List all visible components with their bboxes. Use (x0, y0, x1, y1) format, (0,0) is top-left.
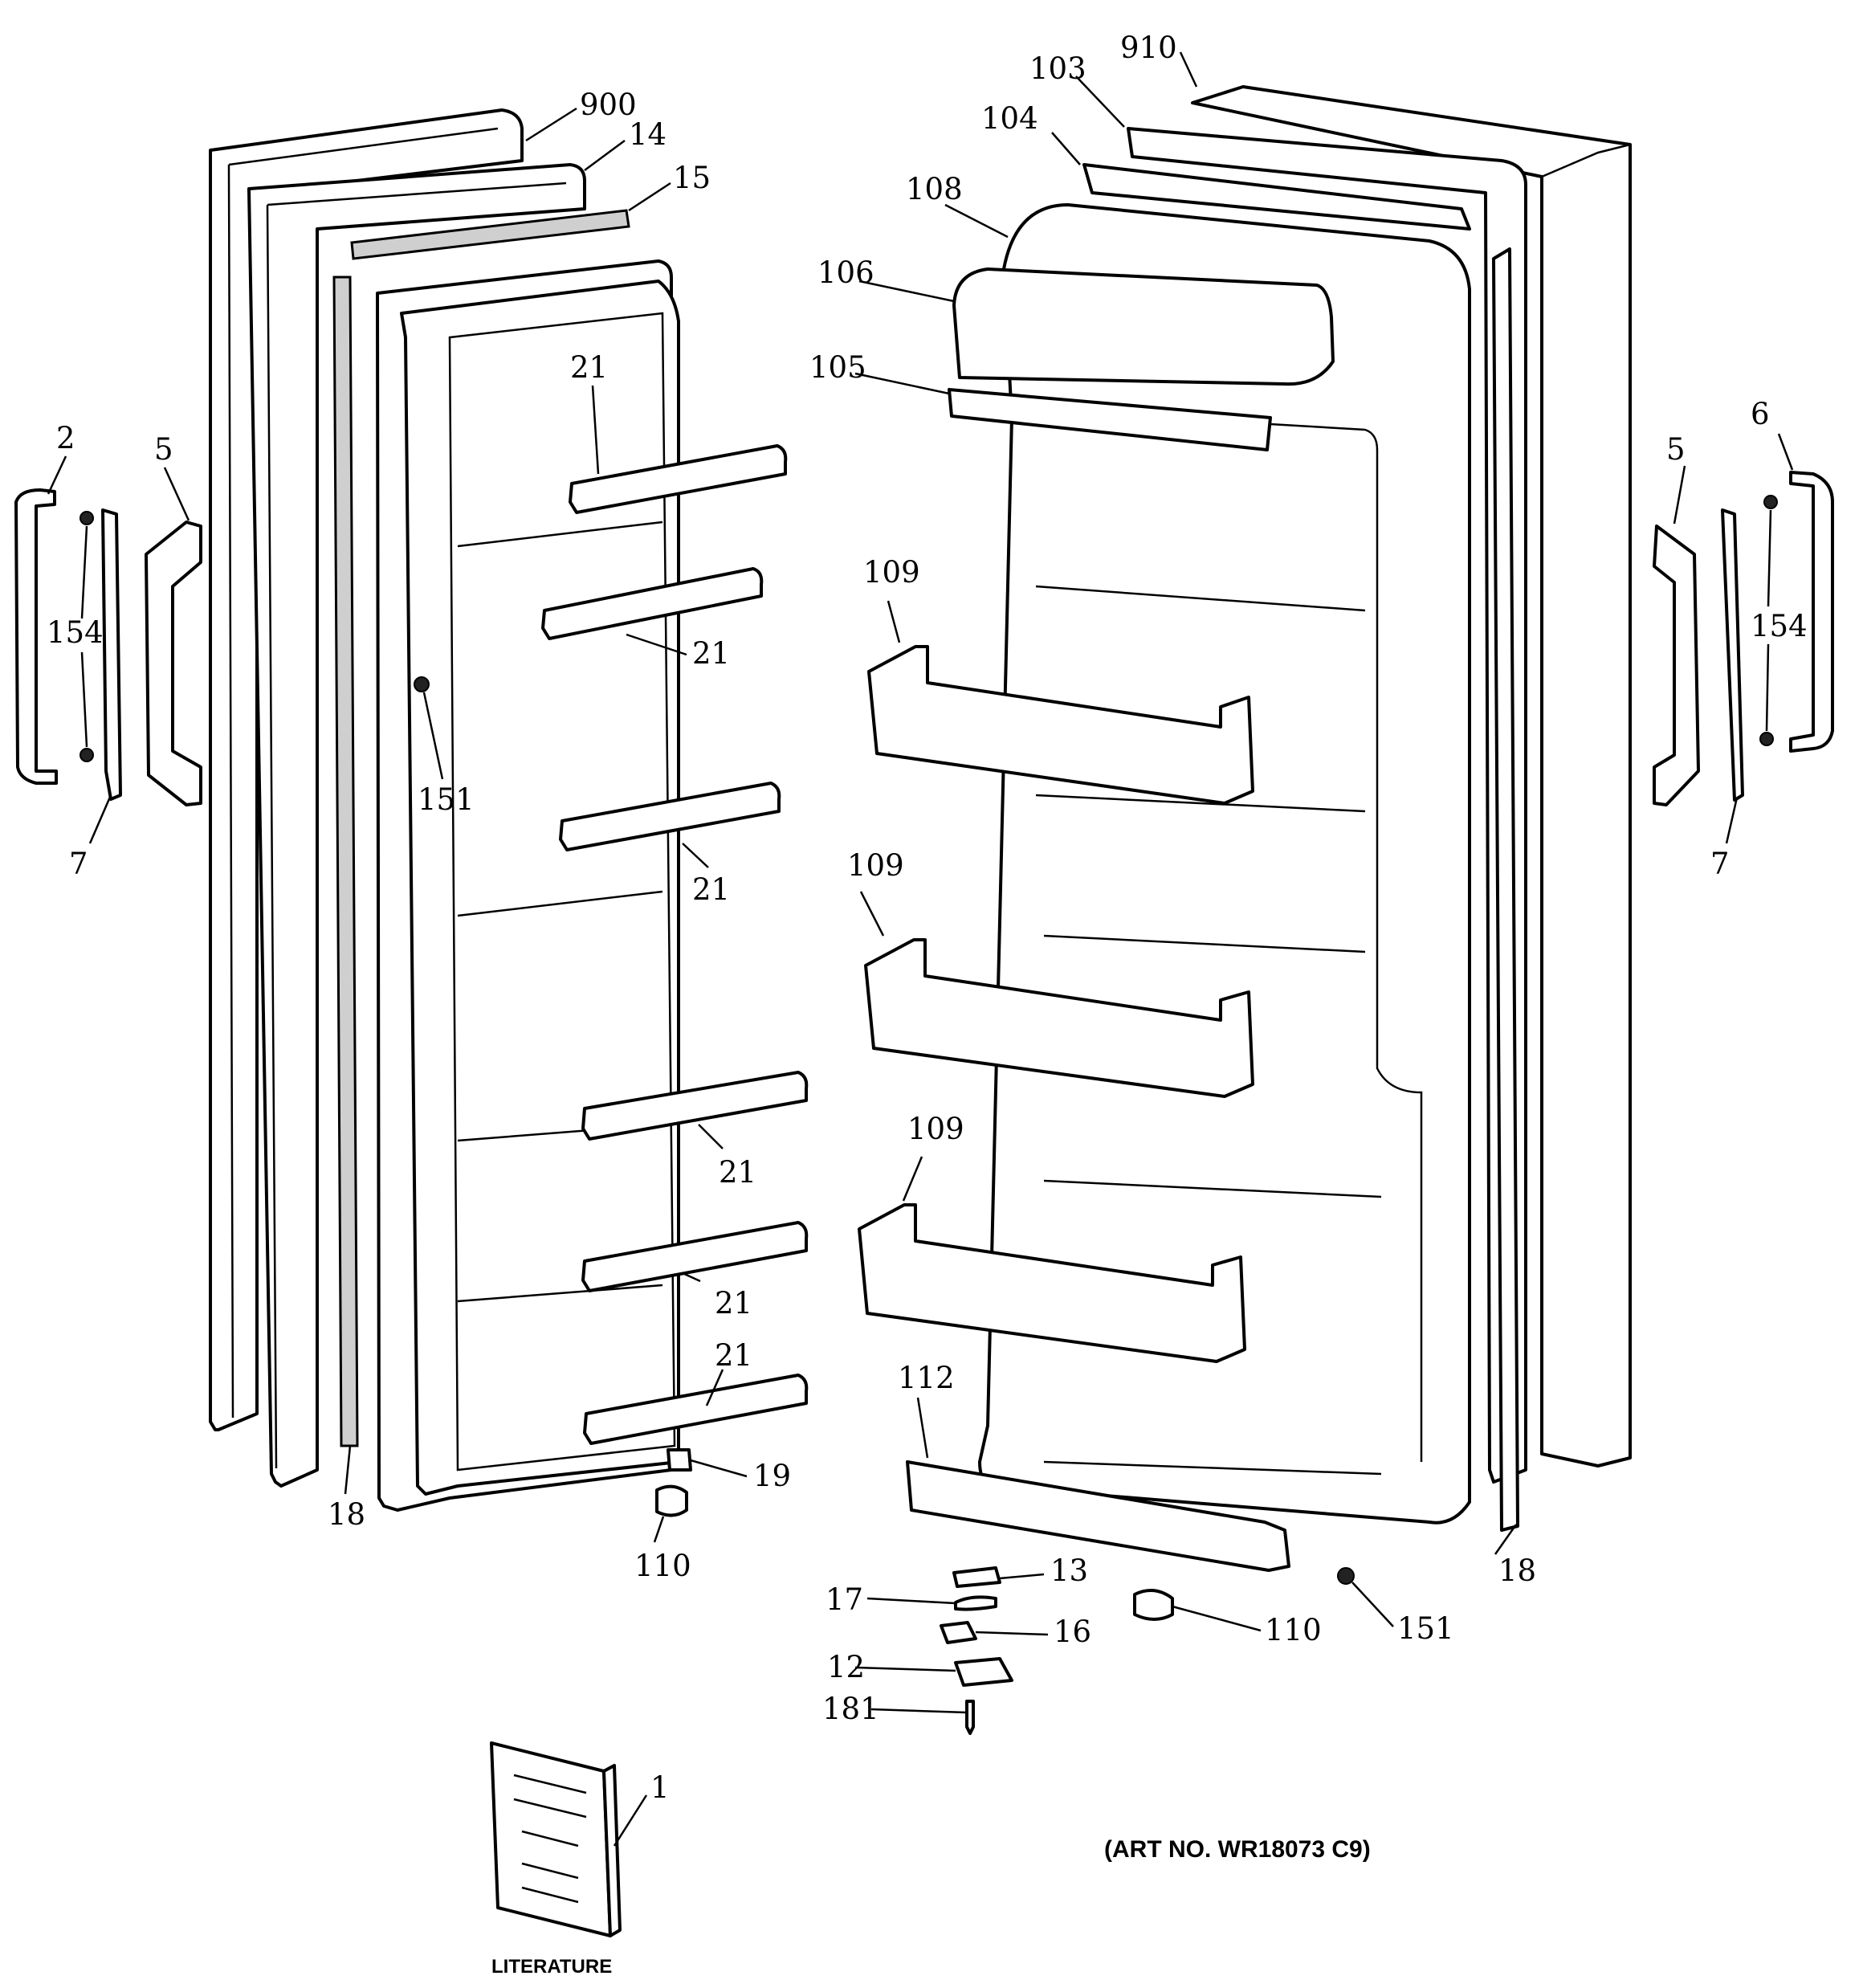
callout-21-a: 21 (570, 350, 608, 385)
callout-2: 2 (56, 421, 75, 455)
hinge-bracket-16 (940, 1621, 977, 1644)
door-bin (867, 645, 1254, 805)
screw-151-right (1337, 1567, 1355, 1585)
left-door-assembly (14, 108, 809, 1517)
outer-door-panel-910 (1191, 85, 1632, 1468)
callout-154-left: 154 (47, 615, 104, 650)
callout-103: 103 (1029, 51, 1086, 86)
shelf-rail (559, 782, 781, 851)
dairy-door-106 (952, 267, 1335, 386)
callout-108: 108 (906, 172, 963, 206)
callout-13: 13 (1050, 1553, 1088, 1588)
door-shelf-rails (541, 444, 809, 1445)
leader-lines (47, 51, 1794, 1847)
handle-6 (1789, 471, 1834, 753)
end-cap-110-right (1133, 1589, 1174, 1621)
callout-18-left: 18 (328, 1497, 365, 1532)
callout-104: 104 (981, 101, 1038, 136)
screw-151-left (414, 676, 430, 692)
callout-labels: 900 14 15 2 5 154 7 151 21 21 21 21 21 2… (47, 31, 1808, 1978)
callout-5-left: 5 (154, 432, 173, 467)
callout-151-right: 151 (1397, 1611, 1454, 1646)
door-gasket-103 (1127, 127, 1527, 1484)
handle-screw-154-right (1763, 495, 1778, 509)
hinge-block-12 (954, 1657, 1013, 1687)
handle-screw-154-right (1759, 732, 1774, 746)
handle-2 (14, 488, 58, 785)
callout-18-right: 18 (1498, 1553, 1536, 1588)
handle-screw-154 (79, 748, 94, 762)
callout-7-right: 7 (1710, 847, 1730, 881)
door-frame-14 (247, 163, 586, 1488)
literature-booklet (490, 1741, 622, 1937)
callout-110-right: 110 (1265, 1613, 1322, 1647)
hinge-plate-13 (952, 1566, 1001, 1588)
callout-16: 16 (1054, 1614, 1091, 1649)
shelf-rail (569, 444, 788, 514)
callout-21-b: 21 (692, 636, 730, 671)
callout-110-left: 110 (634, 1549, 691, 1583)
callout-106: 106 (817, 255, 874, 290)
door-bin (864, 938, 1254, 1098)
hinge-pin-17 (954, 1595, 997, 1611)
handle-5-left (145, 520, 202, 806)
callout-17: 17 (826, 1582, 863, 1617)
callout-21-d: 21 (719, 1155, 756, 1190)
callout-109-c: 109 (907, 1112, 964, 1146)
callout-14: 14 (629, 117, 667, 152)
callout-109-b: 109 (847, 848, 904, 883)
gasket-strip-15 (350, 209, 630, 260)
breaker-strip-104 (1082, 163, 1471, 231)
screw-181 (965, 1700, 975, 1735)
handle-5-right (1653, 525, 1700, 806)
callout-181: 181 (822, 1692, 879, 1726)
callout-105: 105 (809, 350, 866, 385)
callout-21-c: 21 (692, 872, 730, 907)
callout-15: 15 (673, 161, 711, 195)
shelf-rail (541, 567, 764, 640)
callout-112: 112 (898, 1361, 955, 1395)
callout-7-left: 7 (69, 847, 88, 881)
callout-109-a: 109 (863, 555, 920, 590)
gasket-strip-vertical (332, 276, 359, 1447)
art-number: (ART NO. WR18073 C9) (1104, 1836, 1371, 1863)
bottom-rail-112 (906, 1460, 1290, 1572)
door-liner-face (400, 280, 680, 1496)
callout-19: 19 (753, 1459, 791, 1493)
end-cap-110-left (655, 1484, 688, 1517)
callout-21-e: 21 (715, 1286, 752, 1321)
callout-6: 6 (1751, 397, 1770, 431)
gasket-strip-18-right (1492, 247, 1519, 1532)
door-bins-109 (858, 645, 1254, 1363)
handle-screw-154 (79, 511, 94, 525)
literature-label: LITERATURE (491, 1956, 612, 1978)
clip-19 (667, 1448, 692, 1472)
outer-door-panel-900 (209, 108, 524, 1431)
callout-154-right: 154 (1751, 609, 1808, 643)
right-door-assembly (858, 85, 1834, 1735)
callout-12: 12 (827, 1650, 865, 1684)
callout-151-left: 151 (418, 782, 475, 817)
callout-1: 1 (650, 1770, 670, 1805)
callout-5-right: 5 (1666, 432, 1686, 467)
callout-910: 910 (1120, 31, 1177, 65)
shelf-rail (581, 1071, 809, 1141)
shelf-rail (583, 1374, 809, 1445)
handle-trim-7-right (1721, 508, 1744, 802)
callout-21-f: 21 (715, 1338, 752, 1373)
door-bin (858, 1203, 1246, 1363)
dairy-rail-105 (948, 388, 1272, 451)
shelf-rail (581, 1221, 809, 1292)
handle-trim-7-left (101, 508, 122, 801)
callout-900: 900 (580, 88, 637, 122)
